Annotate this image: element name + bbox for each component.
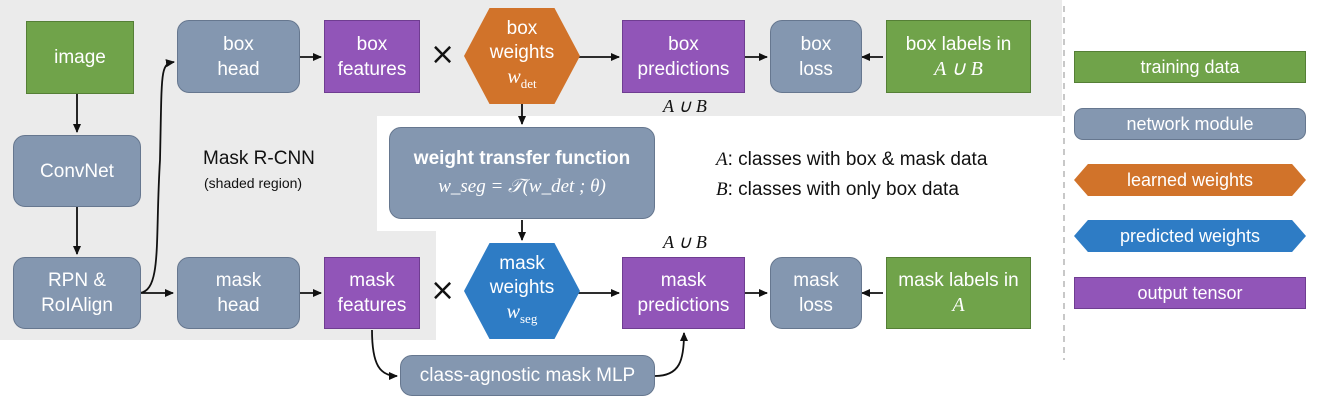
box-head-line2: head xyxy=(217,58,260,80)
definition-a-symbol: A xyxy=(716,149,728,170)
mask-labels-line1: mask labels in xyxy=(898,270,1019,291)
mask-weights-line2: weights xyxy=(489,276,555,298)
box-labels-line2: A ∪ B xyxy=(934,57,983,80)
multiply-sign-box: × xyxy=(430,37,456,72)
mask-head-line1: mask xyxy=(215,270,262,291)
definition-a-text: : classes with box & mask data xyxy=(727,149,988,170)
image-node: image xyxy=(26,21,134,94)
box-head-line1: box xyxy=(223,33,254,55)
mask-predictions-line2: predictions xyxy=(637,295,730,316)
arrow-mlp-maskpred xyxy=(654,332,688,377)
legend-learned-weights-label: learned weights xyxy=(1126,169,1254,190)
box-labels-node: box labels in A ∪ B xyxy=(886,20,1031,93)
rpn-label-line2: RoIAlign xyxy=(41,295,113,316)
box-features-line2: features xyxy=(337,58,407,80)
convnet-node: ConvNet xyxy=(13,135,141,207)
mask-rcnn-caption: Mask R-CNN xyxy=(203,148,315,169)
mask-features-line1: mask xyxy=(349,270,395,291)
mask-predictions-node: mask predictions xyxy=(622,257,745,329)
mask-head-node: mask head xyxy=(177,257,300,329)
mask-weights-line1: mask xyxy=(499,252,545,274)
mask-loss-node: mask loss xyxy=(770,257,862,329)
box-predictions-line2: predictions xyxy=(637,58,730,80)
mlp-label: class-agnostic mask MLP xyxy=(419,365,636,386)
box-features-line1: box xyxy=(356,33,388,55)
legend-output-tensor-label: output tensor xyxy=(1137,282,1243,303)
box-features-node: box features xyxy=(324,20,420,93)
mask-features-line2: features xyxy=(337,295,407,316)
transfer-title: weight transfer function xyxy=(413,148,631,169)
mask-predictions-set-label: A ∪ B xyxy=(663,232,707,252)
mask-labels-line2: A xyxy=(952,294,965,316)
definition-b: B: classes with only box data xyxy=(716,179,959,201)
w-det-symbol: wdet xyxy=(507,65,537,91)
mask-weights-hexagon: mask weights wseg xyxy=(464,243,580,339)
box-loss-node: box loss xyxy=(770,20,862,93)
box-weights-hexagon: box weights wdet xyxy=(464,8,580,104)
box-weights-line2: weights xyxy=(489,41,555,63)
transfer-formula: w_seg = 𝒯(w_det ; θ) xyxy=(438,176,606,197)
box-loss-line2: loss xyxy=(799,58,833,80)
mask-loss-line1: mask xyxy=(793,270,839,291)
box-predictions-node: box predictions xyxy=(622,20,745,93)
weight-transfer-function-node: weight transfer function w_seg = 𝒯(w_det… xyxy=(389,127,655,219)
box-predictions-set-label: A ∪ B xyxy=(663,96,707,116)
definition-a: A: classes with box & mask data xyxy=(716,149,987,171)
rpn-label-line1: RPN & xyxy=(47,270,107,291)
mask-labels-node: mask labels in A xyxy=(886,257,1031,329)
legend-predicted-weights-label: predicted weights xyxy=(1119,225,1261,246)
legend-network-module-label: network module xyxy=(1126,113,1254,134)
mask-predictions-line1: mask xyxy=(660,270,707,291)
legend-training-data-label: training data xyxy=(1140,56,1240,77)
legend-network-module: network module xyxy=(1074,108,1306,140)
definition-b-symbol: B xyxy=(716,179,728,200)
box-loss-line1: box xyxy=(800,33,832,55)
box-weights-line1: box xyxy=(506,17,538,39)
mask-head-line2: head xyxy=(217,295,260,316)
mask-loss-line2: loss xyxy=(799,295,833,316)
legend-training-data: training data xyxy=(1074,51,1306,83)
mask-features-node: mask features xyxy=(324,257,420,329)
arrow-maskfeatures-mlp xyxy=(371,329,398,380)
shaded-region-caption: (shaded region) xyxy=(204,175,303,191)
box-head-node: box head xyxy=(177,20,300,93)
box-labels-line1: box labels in xyxy=(905,33,1012,55)
legend-output-tensor: output tensor xyxy=(1074,277,1306,309)
w-seg-symbol: wseg xyxy=(506,300,538,326)
rpn-roialign-node: RPN & RoIAlign xyxy=(13,257,141,329)
legend-learned-weights: learned weights xyxy=(1074,164,1306,196)
definition-b-text: : classes with only box data xyxy=(727,179,959,200)
class-agnostic-mask-mlp-node: class-agnostic mask MLP xyxy=(400,355,655,396)
convnet-label: ConvNet xyxy=(40,160,114,182)
box-predictions-line1: box xyxy=(668,33,699,55)
legend-predicted-weights: predicted weights xyxy=(1074,220,1306,252)
image-label: image xyxy=(54,47,106,68)
arrow-rpn-boxhead xyxy=(139,59,175,294)
multiply-sign-mask: × xyxy=(430,273,456,308)
